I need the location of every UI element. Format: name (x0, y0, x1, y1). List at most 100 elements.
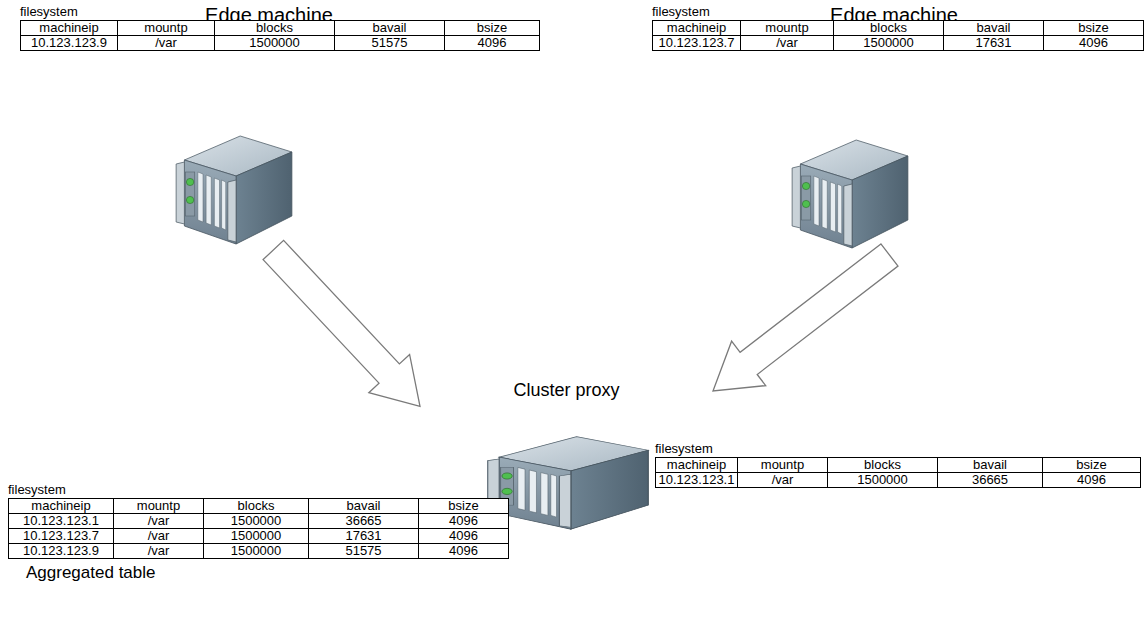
table-header-cell: bavail (308, 498, 419, 514)
table-cell: 1500000 (833, 35, 944, 51)
column-name: bsize (1076, 457, 1106, 472)
table-cell: /var (113, 543, 204, 559)
table-header-cell: blocks (833, 20, 944, 36)
cell-value: 10.123.123.1 (659, 472, 735, 487)
table-cell: 4096 (418, 543, 509, 559)
table-cell: /var (117, 35, 215, 51)
table-cell: 1500000 (203, 513, 309, 529)
cell-value: 4096 (449, 513, 478, 528)
table-cell: 51575 (334, 35, 445, 51)
table-cell: 1500000 (203, 543, 309, 559)
table-caption: filesystem (655, 442, 713, 456)
table-header-cell: machineip (8, 498, 114, 514)
cell-value: 1500000 (231, 528, 282, 543)
table-header-cell: machineip (20, 20, 118, 36)
cell-value: 10.123.123.9 (31, 35, 107, 50)
cell-value: 17631 (345, 528, 381, 543)
cell-value: 4096 (449, 543, 478, 558)
table-cell: 10.123.123.1 (8, 513, 114, 529)
table-cell: 51575 (308, 543, 419, 559)
cell-value: /var (155, 35, 177, 50)
cell-value: 4096 (1077, 472, 1106, 487)
column-name: bavail (973, 457, 1007, 472)
column-name: blocks (238, 498, 275, 513)
table-cell: 1500000 (203, 528, 309, 544)
table-header-cell: blocks (827, 457, 938, 473)
column-name: blocks (256, 20, 293, 35)
table-cell: 4096 (1042, 472, 1141, 488)
column-name: bsize (477, 20, 507, 35)
table-cell: 36665 (308, 513, 419, 529)
cell-value: /var (148, 528, 170, 543)
table-cell: /var (740, 35, 834, 51)
table-header-cell: bsize (418, 498, 509, 514)
table-header-cell: mountp (740, 20, 834, 36)
table-cell: 4096 (418, 513, 509, 529)
node-heading: Cluster proxy (420, 380, 713, 401)
table-header-cell: mountp (117, 20, 215, 36)
column-name: mountp (765, 20, 808, 35)
server-icon (172, 112, 296, 252)
table-header-cell: bavail (937, 457, 1043, 473)
table-header-cell: blocks (214, 20, 335, 36)
column-name: bavail (373, 20, 407, 35)
column-name: blocks (870, 20, 907, 35)
column-name: machineip (39, 20, 98, 35)
cell-value: /var (148, 513, 170, 528)
cell-value: 1500000 (857, 472, 908, 487)
cell-value: /var (772, 472, 794, 487)
table-header-cell: machineip (655, 457, 738, 473)
table-cell: /var (113, 513, 204, 529)
cell-value: /var (776, 35, 798, 50)
table-cell: 4096 (444, 35, 540, 51)
column-name: bavail (977, 20, 1011, 35)
table-cell: 36665 (937, 472, 1043, 488)
cell-value: 10.123.123.7 (659, 35, 735, 50)
column-name: mountp (144, 20, 187, 35)
table-cell: 10.123.123.7 (652, 35, 741, 51)
cell-value: 51575 (371, 35, 407, 50)
cell-value: 1500000 (231, 513, 282, 528)
column-name: machineip (667, 457, 726, 472)
table-cell: 4096 (1043, 35, 1144, 51)
cell-value: 4096 (478, 35, 507, 50)
table-header-cell: bavail (943, 20, 1044, 36)
cell-value: 1500000 (249, 35, 300, 50)
cell-value: /var (148, 543, 170, 558)
cell-value: 10.123.123.1 (23, 513, 99, 528)
table-caption: filesystem (8, 483, 66, 497)
flow-arrow (713, 244, 898, 391)
table-cell: /var (113, 528, 204, 544)
cell-value: 1500000 (863, 35, 914, 50)
table-header-cell: bsize (1042, 457, 1141, 473)
column-name: bsize (448, 498, 478, 513)
column-name: bsize (1078, 20, 1108, 35)
table-caption: filesystem (652, 5, 710, 19)
table-cell: 1500000 (827, 472, 938, 488)
column-name: machineip (31, 498, 90, 513)
cell-value: 1500000 (231, 543, 282, 558)
table-cell: 10.123.123.1 (655, 472, 738, 488)
column-name: machineip (667, 20, 726, 35)
table-header-cell: bsize (1043, 20, 1144, 36)
column-name: mountp (137, 498, 180, 513)
table-cell: 17631 (943, 35, 1044, 51)
table-cell: 10.123.123.7 (8, 528, 114, 544)
cell-value: 36665 (345, 513, 381, 528)
table-header-cell: mountp (737, 457, 828, 473)
table-header-cell: bsize (444, 20, 540, 36)
table-header-cell: bavail (334, 20, 445, 36)
column-name: bavail (347, 498, 381, 513)
server-icon (788, 116, 912, 256)
cell-value: 51575 (345, 543, 381, 558)
table-cell: 1500000 (214, 35, 335, 51)
table-header-cell: machineip (652, 20, 741, 36)
cell-value: 10.123.123.9 (23, 543, 99, 558)
flow-arrow (263, 240, 420, 406)
table-caption: filesystem (20, 5, 78, 19)
table-cell: 4096 (418, 528, 509, 544)
table-title: Aggregated table (26, 563, 156, 583)
table-header-cell: mountp (113, 498, 204, 514)
table-cell: /var (737, 472, 828, 488)
cell-value: 17631 (975, 35, 1011, 50)
